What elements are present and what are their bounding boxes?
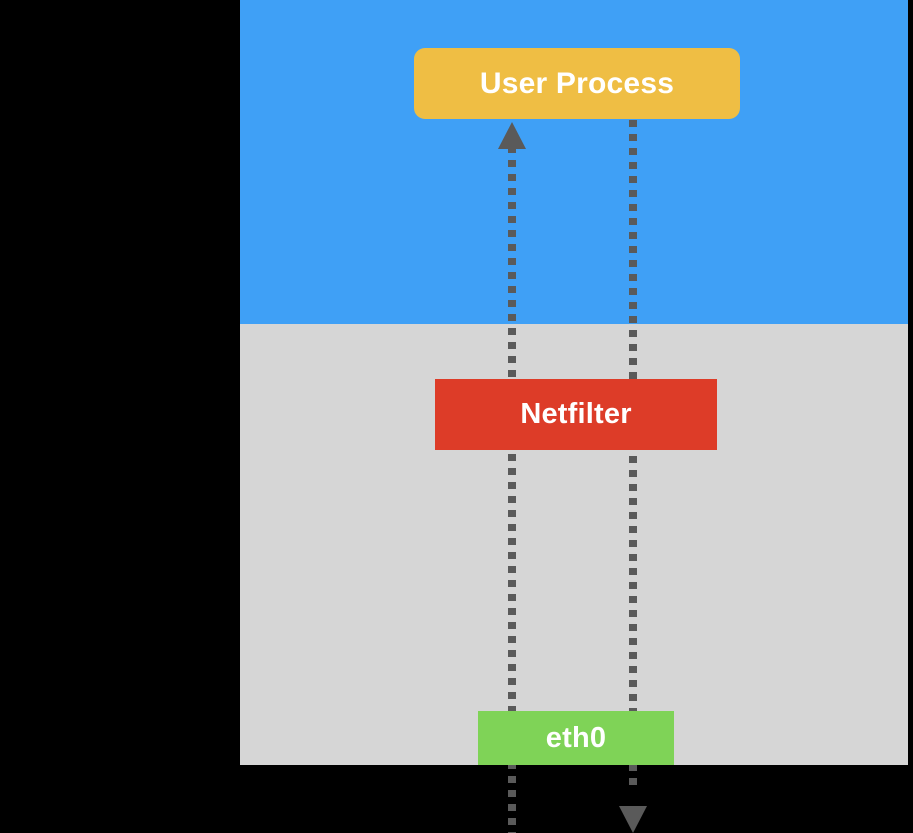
- arrow-down-icon: [619, 806, 647, 833]
- flow-line-inbound: [508, 146, 516, 833]
- arrow-up-icon: [498, 122, 526, 149]
- node-eth0[interactable]: eth0: [478, 711, 674, 765]
- node-netfilter[interactable]: Netfilter: [435, 379, 717, 450]
- flow-line-outbound: [629, 120, 637, 788]
- node-user-process[interactable]: User Process: [414, 48, 740, 119]
